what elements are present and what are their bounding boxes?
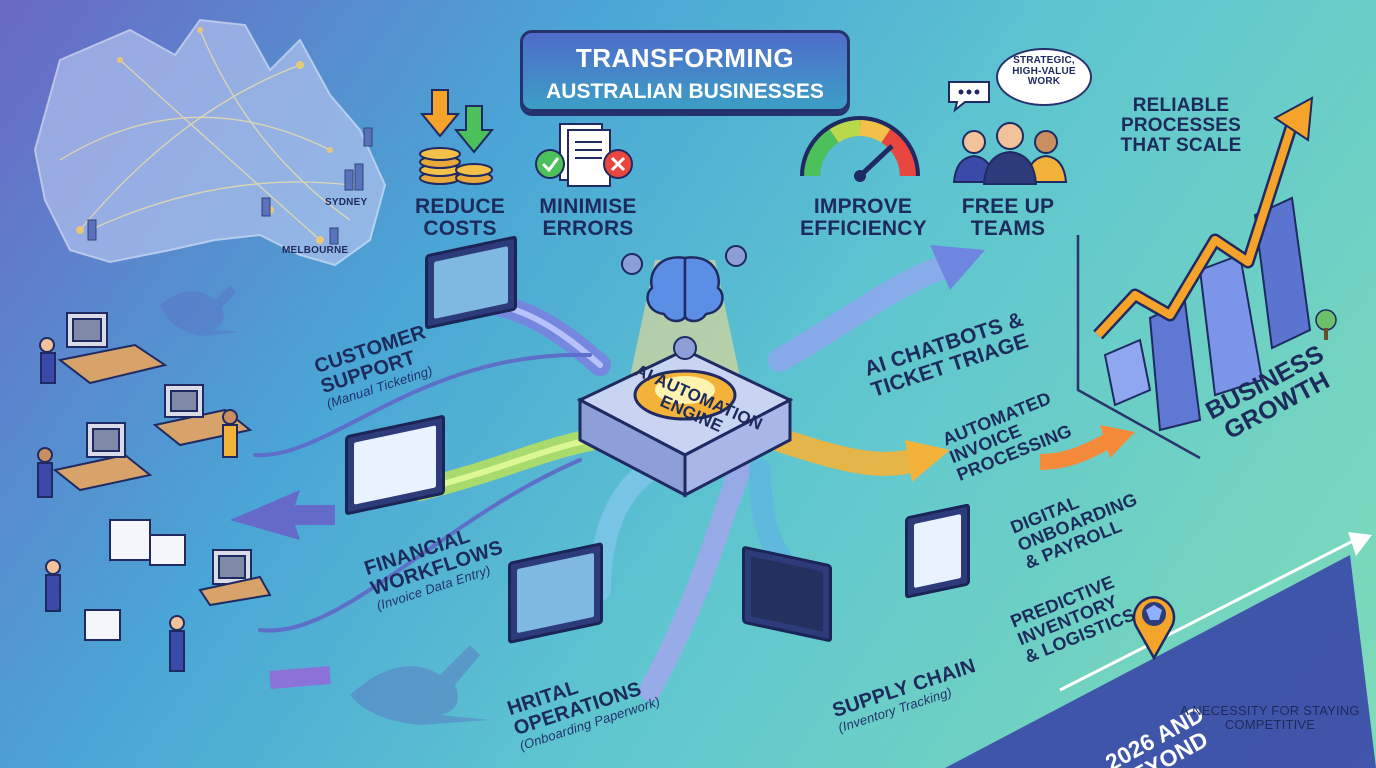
office-workers-illustration bbox=[37, 312, 272, 672]
arrowhead bbox=[905, 440, 950, 482]
scale-label: RELIABLE PROCESSES THAT SCALE bbox=[1120, 95, 1242, 156]
strategic-work-bubble bbox=[996, 48, 1092, 106]
australia-location-pin-icon bbox=[1132, 596, 1176, 660]
onboarding-monitor bbox=[905, 503, 970, 599]
city-buildings bbox=[1103, 196, 1312, 432]
documents-check-cross-icon bbox=[535, 123, 633, 187]
title-line-1: TRANSFORMING bbox=[575, 43, 795, 73]
coins-down-icon bbox=[419, 89, 495, 185]
benefit-free-up-teams: FREE UP TEAMS bbox=[961, 195, 1055, 241]
arrowhead bbox=[230, 490, 335, 540]
title-badge: TRANSFORMING AUSTRALIAN BUSINESSES bbox=[520, 30, 850, 112]
growth-arrowhead bbox=[1273, 96, 1314, 142]
benefit-reduce-costs: REDUCE COSTS bbox=[415, 195, 505, 241]
map-city-sydney: SYDNEY bbox=[325, 197, 368, 208]
bubble-text: STRATEGIC, HIGH-VALUE WORK bbox=[1012, 55, 1076, 87]
benefit-improve-efficiency: IMPROVE EFFICIENCY bbox=[800, 195, 927, 241]
arrowhead bbox=[930, 245, 985, 290]
australia-map bbox=[33, 18, 387, 267]
title-line-2: AUSTRALIAN BUSINESSES bbox=[546, 80, 824, 103]
kangaroo-silhouette bbox=[160, 285, 240, 336]
ai-engine-illustration bbox=[576, 245, 794, 498]
speech-bubble-icon bbox=[948, 81, 990, 113]
team-people-icon bbox=[952, 122, 1068, 185]
kangaroo-silhouette bbox=[350, 645, 490, 725]
timeline-caption: A NECESSITY FOR STAYING COMPETITIVE bbox=[1180, 703, 1360, 732]
timeline-band bbox=[945, 555, 1376, 768]
map-city-melbourne: MELBOURNE bbox=[282, 245, 349, 256]
gauge-icon bbox=[800, 116, 920, 182]
benefit-minimise-errors: MINIMISE ERRORS bbox=[539, 195, 637, 241]
